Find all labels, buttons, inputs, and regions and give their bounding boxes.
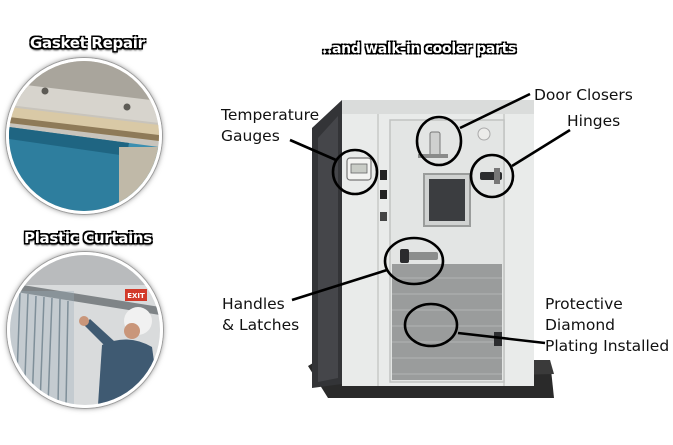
handles-label-line1: Handles [222, 295, 285, 313]
protective-label-line2: Diamond [545, 316, 615, 334]
door-closers-label: Door Closers [534, 86, 633, 104]
temperature-gauges-label: Temperature Gauges [221, 105, 319, 147]
gasket-repair-title: Gasket Repair [30, 34, 145, 52]
door-closer-callout-circle [415, 115, 463, 167]
protective-plating-label: Protective Diamond Plating Installed [545, 294, 669, 357]
door-closer-callout-line [459, 92, 531, 130]
gasket-photo-art [9, 61, 159, 211]
handles-label-line2: & Latches [222, 316, 300, 334]
handle-callout-circle [383, 236, 445, 286]
temperature-label-line2: Gauges [221, 127, 280, 145]
exit-sign-label: EXIT [127, 292, 145, 300]
walkin-cooler-illustration [308, 100, 554, 398]
protective-label-line1: Protective [545, 295, 623, 313]
gasket-repair-photo [6, 58, 162, 214]
handles-latches-label: Handles & Latches [222, 294, 299, 336]
diamond-plating-callout-line [457, 331, 546, 345]
temperature-gauge-callout-circle [331, 148, 379, 196]
diamond-plating-callout-circle [403, 302, 459, 348]
hinge-callout-circle [469, 153, 515, 199]
temperature-label-line1: Temperature [221, 106, 320, 124]
handle-callout-line [291, 268, 388, 302]
plastic-curtains-title: Plastic Curtains [24, 229, 152, 247]
protective-label-line3: Plating Installed [545, 337, 670, 355]
hinges-label: Hinges [567, 112, 621, 130]
temperature-gauge-callout-line [289, 138, 337, 162]
exit-sign [125, 289, 147, 301]
walkin-parts-heading: ..and walk-in cooler parts [322, 41, 517, 57]
hinge-callout-line [511, 128, 571, 168]
